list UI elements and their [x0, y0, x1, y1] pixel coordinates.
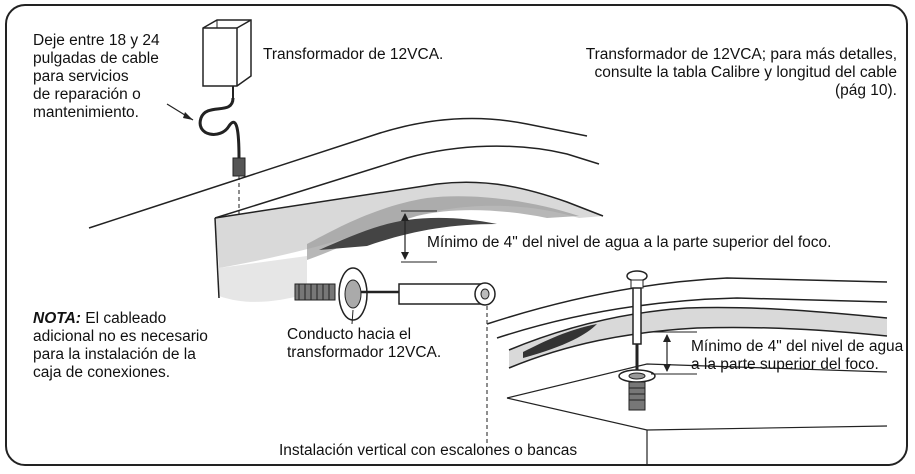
transformer-label: Transformador de 12VCA. — [263, 46, 444, 63]
min-depth-vertical-label: Mínimo de 4" del nivel de agua a la part… — [691, 338, 904, 373]
nota-text: El cableado adicional no es necesario pa… — [33, 310, 208, 381]
vertical-installation-caption: Instalación vertical con escalones o ban… — [279, 442, 578, 459]
horizontal-light-fixture — [294, 267, 496, 321]
nota-note: NOTA: El cableado adicional no es necesa… — [33, 310, 208, 382]
depth-marker-vertical — [651, 331, 697, 375]
cable-slack-note: Deje entre 18 y 24 pulgadas de cable par… — [33, 32, 160, 121]
vertical-light-fixture — [618, 270, 656, 411]
conduit-label: Conducto hacia el transformador 12VCA. — [287, 326, 442, 361]
cable-loop — [198, 97, 241, 159]
pool-wall-vertical — [486, 277, 888, 464]
pool-wall-main — [88, 117, 604, 302]
diagram-frame: Deje entre 18 y 24 pulgadas de cable par… — [5, 4, 908, 466]
junction-connector — [232, 157, 246, 177]
conduit-pointer — [351, 309, 354, 325]
transformer-box — [202, 19, 252, 98]
depth-marker-main — [401, 210, 437, 263]
nota-label: NOTA: — [33, 310, 81, 327]
min-depth-main-label: Mínimo de 4" del nivel de agua a la part… — [427, 234, 832, 251]
installation-diagram — [88, 19, 888, 464]
transformer-detail-note: Transformador de 12VCA; para más detalle… — [585, 46, 897, 99]
